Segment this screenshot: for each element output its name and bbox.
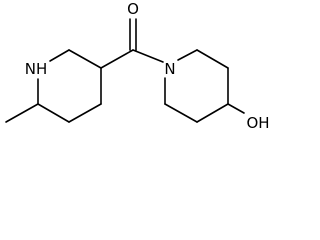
bond-c5-c6 xyxy=(37,103,70,123)
atom-label-amide-nitrogen: N xyxy=(164,60,175,78)
bond-c4prime-c5prime xyxy=(196,103,229,123)
carbonyl-group xyxy=(100,18,164,69)
bond-n-c2prime xyxy=(177,49,198,61)
bond-c2prime-c3prime xyxy=(196,49,229,69)
atom-label-carbonyl-oxygen: O xyxy=(127,0,139,18)
chemical-structure-diagram: O NH N OH xyxy=(5,0,270,132)
bond-c5prime-c6prime xyxy=(164,103,198,123)
atom-label-piperidine-nh: NH xyxy=(25,60,48,78)
hydroxypiperidine-ring xyxy=(164,49,245,123)
bond-c6-methyl xyxy=(5,103,39,123)
bond-ring-carbonyl xyxy=(100,49,134,69)
bond-c4-c5 xyxy=(68,103,102,123)
bond-c2-c3 xyxy=(68,49,102,69)
atom-label-hydroxyl: OH xyxy=(246,114,269,132)
methylpiperidine-ring xyxy=(5,49,102,123)
bond-nh-c2 xyxy=(49,49,70,62)
bond-c4prime-oh xyxy=(227,103,245,114)
bond-carbonyl-amide-n xyxy=(132,49,164,63)
